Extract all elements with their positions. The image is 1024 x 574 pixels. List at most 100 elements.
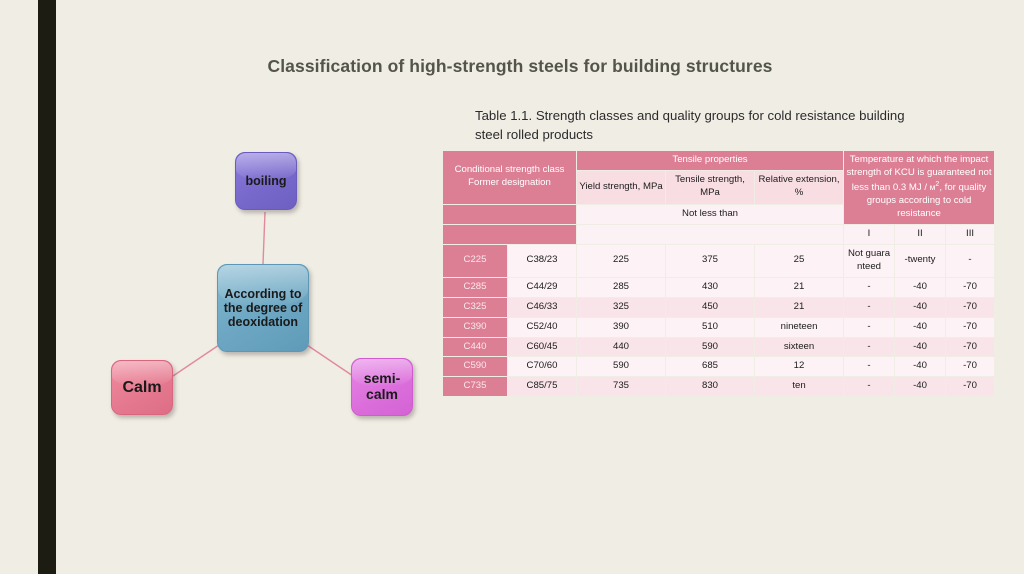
cell-group-2: -40: [895, 317, 946, 337]
cell-group-3: -70: [946, 297, 995, 317]
table-header-row-1: Conditional strength class Former design…: [443, 151, 995, 224]
cell-group-2: -twenty: [895, 244, 946, 277]
cell-group-3: -70: [946, 377, 995, 397]
cell-group-3: -70: [946, 277, 995, 297]
table-row: C225 C38/23 225 375 25 Not guaranteed -t…: [443, 244, 995, 277]
diagram-node-boiling-label: boiling: [245, 174, 287, 188]
header-spacer-cell: [443, 204, 577, 224]
table-row: C735 C85/75 735 830 ten - -40 -70: [443, 377, 995, 397]
header-tensile-strength: Tensile strength, MPa: [666, 171, 755, 204]
cell-yield: 735: [577, 377, 666, 397]
cell-group-1: -: [844, 277, 895, 297]
cell-group-2: -40: [895, 357, 946, 377]
cell-former: C38/23: [508, 244, 577, 277]
cell-tensile: 685: [666, 357, 755, 377]
cell-group-3: -70: [946, 337, 995, 357]
cell-tensile: 590: [666, 337, 755, 357]
cell-former: C85/75: [508, 377, 577, 397]
diagram-node-semi-calm-label: semi-calm: [363, 370, 401, 402]
cell-class: C735: [443, 377, 507, 397]
cell-former: C44/29: [508, 277, 577, 297]
cell-yield: 225: [577, 244, 666, 277]
diagram-node-boiling[interactable]: boiling: [235, 152, 297, 210]
table-row: C440 C60/45 440 590 sixteen - -40 -70: [443, 337, 995, 357]
header-quality-group-2: II: [895, 224, 946, 244]
cell-class: C390: [443, 317, 507, 337]
cell-extension: 21: [755, 297, 844, 317]
cell-extension: 25: [755, 244, 844, 277]
cell-former: C46/33: [508, 297, 577, 317]
diagram-connectors: [172, 211, 354, 377]
diagram-node-center[interactable]: According to the degree of deoxidation: [217, 264, 309, 352]
table-header-row-2: Yield strength, MPa Tensile strength, MP…: [443, 171, 994, 204]
cell-class: C590: [443, 357, 507, 377]
cell-class: C285: [443, 277, 507, 297]
cell-extension: 21: [755, 277, 844, 297]
cell-extension: 12: [755, 357, 844, 377]
cell-group-1: -: [844, 317, 895, 337]
header-yield-strength: Yield strength, MPa: [577, 171, 666, 204]
header-class-line1: Conditional strength class: [454, 164, 565, 176]
cell-former: C70/60: [508, 357, 577, 377]
diagram-node-center-label: According to the degree of deoxidation: [223, 287, 303, 329]
cell-class: C325: [443, 297, 507, 317]
cell-extension: ten: [755, 377, 844, 397]
header-temp-text-pre: Temperature at which the impact strength…: [846, 154, 992, 194]
table-header-row-3: Not less than: [443, 204, 994, 224]
cell-class: C225: [443, 244, 507, 277]
diagram-node-semi-calm[interactable]: semi-calm: [351, 358, 413, 416]
deoxidation-diagram: boiling According to the degree of deoxi…: [95, 140, 435, 425]
table-row: C390 C52/40 390 510 nineteen - -40 -70: [443, 317, 995, 337]
cell-group-2: -40: [895, 277, 946, 297]
cell-group-1: -: [844, 377, 895, 397]
header-class-line2: Former designation: [468, 177, 551, 189]
header-spacer-cell-3: [577, 224, 844, 244]
table-caption: Table 1.1. Strength classes and quality …: [475, 108, 905, 142]
cell-yield: 440: [577, 337, 666, 357]
cell-group-1: -: [844, 357, 895, 377]
header-spacer-cell-2: [443, 224, 577, 244]
page-title: Classification of high-strength steels f…: [267, 56, 773, 76]
header-temp-superscript: 2: [935, 180, 940, 188]
header-relative-extension: Relative extension, %: [755, 171, 844, 204]
cell-group-3: -70: [946, 317, 995, 337]
cell-group-2: -40: [895, 377, 946, 397]
table-row: C325 C46/33 325 450 21 - -40 -70: [443, 297, 995, 317]
header-temp-text-post: , for quality groups according to cold r…: [866, 182, 987, 219]
table-row: C285 C44/29 285 430 21 - -40 -70: [443, 277, 995, 297]
header-temperature-kcu: Temperature at which the impact strength…: [844, 151, 995, 224]
header-tensile-properties: Tensile properties: [577, 151, 844, 171]
header-quality-group-1: I: [844, 224, 895, 244]
cell-group-1: Not guaranteed: [844, 244, 895, 277]
table-row: C590 C70/60 590 685 12 - -40 -70: [443, 357, 995, 377]
cell-group-1: -: [844, 297, 895, 317]
cell-class: C440: [443, 337, 507, 357]
table-header-row-4: I II III: [443, 224, 995, 244]
cell-group-3: -70: [946, 357, 995, 377]
cell-yield: 590: [577, 357, 666, 377]
cell-extension: nineteen: [755, 317, 844, 337]
cell-group-1: -: [844, 337, 895, 357]
cell-extension: sixteen: [755, 337, 844, 357]
cell-tensile: 450: [666, 297, 755, 317]
header-temp-unit: м: [929, 182, 936, 193]
cell-former: C60/45: [508, 337, 577, 357]
diagram-node-calm-label: Calm: [122, 378, 162, 396]
cell-former: C52/40: [508, 317, 577, 337]
cell-group-2: -40: [895, 337, 946, 357]
cell-yield: 390: [577, 317, 666, 337]
cell-yield: 325: [577, 297, 666, 317]
cell-tensile: 510: [666, 317, 755, 337]
cell-tensile: 430: [666, 277, 755, 297]
header-not-less-than: Not less than: [577, 204, 844, 224]
diagram-node-calm[interactable]: Calm: [111, 360, 173, 415]
cell-tensile: 830: [666, 377, 755, 397]
cell-tensile: 375: [666, 244, 755, 277]
strength-classes-table: Conditional strength class Former design…: [442, 150, 995, 397]
header-quality-group-3: III: [946, 224, 995, 244]
left-accent-bar: [38, 0, 56, 574]
cell-group-3: -: [946, 244, 995, 277]
cell-yield: 285: [577, 277, 666, 297]
strength-classes-table-wrap: Conditional strength class Former design…: [442, 150, 995, 397]
